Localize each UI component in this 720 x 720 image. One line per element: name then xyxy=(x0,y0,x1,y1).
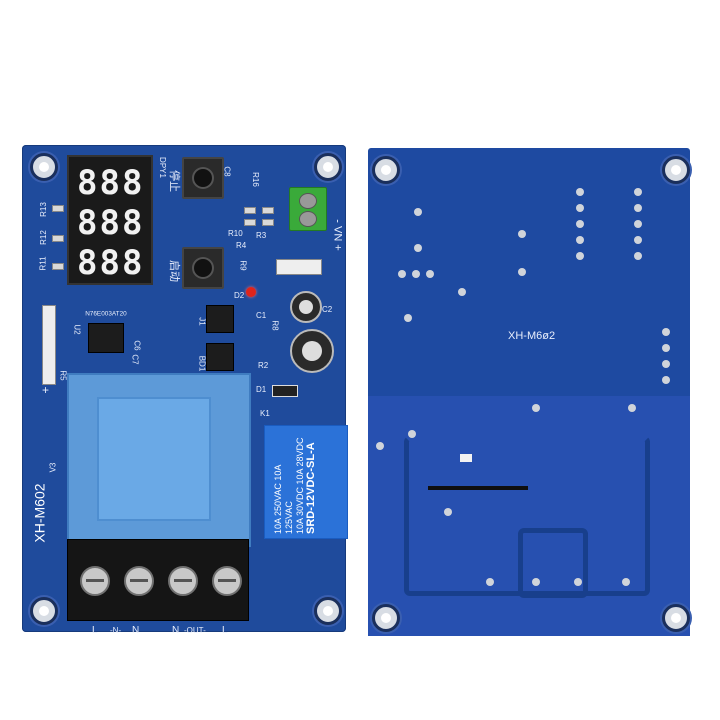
silk-bd1: BD1 xyxy=(197,355,207,372)
output-terminal-block xyxy=(67,539,249,621)
silk-r9: R9 xyxy=(238,260,248,271)
terminal-label: -OUT- xyxy=(184,626,206,635)
silk-c1: C1 xyxy=(256,311,267,320)
mounting-hole xyxy=(372,604,400,632)
silk-r10: R10 xyxy=(228,229,243,238)
silk-r2: R2 xyxy=(258,361,269,370)
microcontroller-chip xyxy=(88,323,124,353)
regulator-chip xyxy=(206,305,234,333)
silk-r4: R4 xyxy=(236,241,247,250)
mounting-hole xyxy=(662,604,690,632)
front-pcb-board: 888 888 888 DPY1 R13 R12 R11 停止 启动 C8 R1… xyxy=(22,145,348,636)
silk-c7: C7 xyxy=(130,354,140,365)
silk-c2: C2 xyxy=(322,305,333,314)
side-pin-header xyxy=(42,305,56,385)
mounting-hole xyxy=(314,153,342,181)
terminal-label: -N- xyxy=(110,626,122,635)
silk-r16: R16 xyxy=(250,172,260,187)
silk-r13: R13 xyxy=(38,202,48,217)
silk-stop: 停止 xyxy=(168,170,180,192)
terminal-label: L xyxy=(92,625,98,636)
terminal-screw[interactable] xyxy=(124,566,154,596)
status-led xyxy=(246,287,256,297)
mounting-hole xyxy=(314,597,342,625)
silk-u2: U2 xyxy=(72,324,82,335)
relay-rating-text: 10A 250VAC 10A 125VAC 10A 30VDC 10A 28VD… xyxy=(265,426,347,538)
silk-chip-code: N76E003AT20 xyxy=(85,309,127,318)
mounting-hole xyxy=(30,597,58,625)
silk-r8: R8 xyxy=(270,320,280,331)
slot xyxy=(428,486,528,490)
mounting-hole xyxy=(372,156,400,184)
capacitor xyxy=(290,329,334,373)
stop-button[interactable] xyxy=(182,157,224,199)
silk-c8: C8 xyxy=(222,166,232,177)
transformer xyxy=(67,373,251,547)
terminal-screw[interactable] xyxy=(168,566,198,596)
silk-r11: R11 xyxy=(38,256,48,271)
solder-pad xyxy=(460,454,472,462)
relay-model: SRD-12VDC-SL-A xyxy=(305,442,317,534)
bridge-rectifier xyxy=(206,343,234,371)
diode xyxy=(272,385,298,397)
copper-trace xyxy=(518,528,588,598)
silk-r3: R3 xyxy=(256,231,267,240)
seven-segment-display: 888 888 888 xyxy=(67,155,153,285)
silk-j1: J1 xyxy=(197,317,207,326)
terminal-label: N xyxy=(172,625,180,636)
power-input-terminal xyxy=(289,187,327,231)
display-digits: 888 xyxy=(77,203,145,243)
mounting-hole xyxy=(30,153,58,181)
terminal-screw[interactable] xyxy=(80,566,110,596)
back-pcb-board: XH-M6ø2 xyxy=(368,148,690,636)
model-label: XH-M602 xyxy=(31,483,48,543)
capacitor xyxy=(290,291,322,323)
relay-rating-line: 10A 250VAC 10A 125VAC xyxy=(273,465,294,534)
display-digits: 888 xyxy=(77,163,145,203)
start-button[interactable] xyxy=(182,247,224,289)
silk-plus: + xyxy=(42,383,50,397)
silk-d1: D1 xyxy=(256,385,267,394)
silk-dpy: DPY1 xyxy=(157,157,167,178)
back-model-label: XH-M6ø2 xyxy=(508,330,556,342)
terminal-screw[interactable] xyxy=(212,566,242,596)
transformer-core xyxy=(97,397,211,521)
display-digits: 888 xyxy=(77,243,145,283)
silk-start: 启动 xyxy=(168,260,180,282)
version-label: V3 xyxy=(48,462,58,473)
terminal-label: L xyxy=(222,625,228,636)
terminal-label: N xyxy=(132,625,140,636)
mounting-hole xyxy=(662,156,690,184)
silk-d2: D2 xyxy=(234,291,245,300)
silk-k1: K1 xyxy=(260,409,270,418)
relay: 10A 250VAC 10A 125VAC 10A 30VDC 10A 28VD… xyxy=(264,425,348,539)
silk-vn: - VN + xyxy=(331,219,344,251)
silk-c6: C6 xyxy=(132,340,142,351)
pin-header xyxy=(276,259,322,275)
silk-r12: R12 xyxy=(38,230,48,245)
